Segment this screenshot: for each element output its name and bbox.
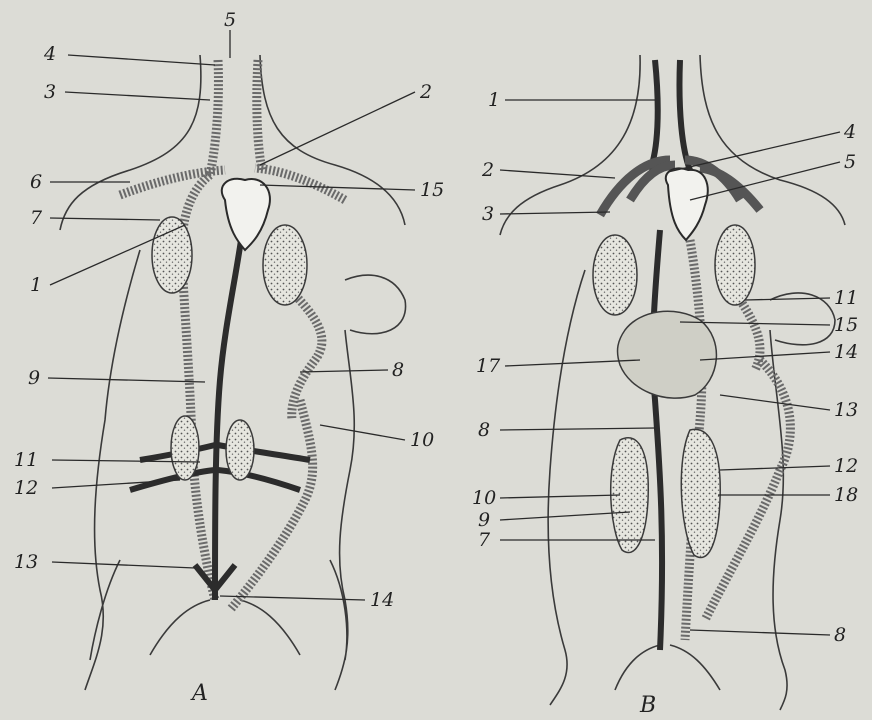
panel-a-label-2: 2	[419, 81, 432, 103]
panel-a-label-4: 4	[43, 43, 56, 65]
panel-a-kidney-right	[226, 420, 254, 480]
panel-a-label-8: 8	[392, 359, 404, 381]
panel-b-lung-right	[715, 225, 755, 305]
panel-b-label-9: 9	[478, 509, 490, 531]
panel-a-lung-left	[152, 217, 192, 293]
panel-a-vein-subclavian-left	[120, 170, 225, 195]
panel-a-label-13: 13	[14, 551, 38, 573]
panel-a-label-9: 9	[28, 367, 40, 389]
panel-a-vein-left-jugular	[210, 60, 218, 175]
panel-b-label-5: 5	[844, 151, 856, 173]
panel-b-label-15: 15	[834, 314, 858, 336]
panel-a-label-3: 3	[44, 81, 56, 103]
panel-a-label-6: 6	[30, 171, 42, 193]
panel-b-label-14: 14	[834, 341, 858, 363]
panel-b-dorsal-aorta	[653, 230, 662, 650]
panel-b-label-10: 10	[472, 487, 496, 509]
panel-a-heart	[222, 179, 270, 250]
panel-b-label-18: 18	[834, 484, 858, 506]
panel-b-label-11: 11	[834, 287, 858, 309]
panel-b-label-13: 13	[834, 399, 858, 421]
panel-b-carotid-left	[650, 60, 658, 170]
panel-a-lung-right	[263, 225, 307, 305]
panel-b-label-3: 3	[482, 203, 494, 225]
panel-a-label-14: 14	[370, 589, 394, 611]
panel-a-label-11: 11	[14, 449, 38, 471]
panel-b-label-7: 7	[478, 529, 491, 551]
panel-b-label-12: 12	[834, 455, 858, 477]
panel-a-label-7: 7	[30, 207, 43, 229]
panel-a-diagram: 4 3 5 2 6 7 15 1 9 8 10 11 12 13 14 A	[14, 9, 444, 706]
panel-a-hepatic-portal	[290, 290, 322, 420]
panel-b-label-1: 1	[488, 89, 500, 111]
panel-a-label-10: 10	[410, 429, 434, 451]
panel-b-heart	[666, 168, 708, 240]
panel-b-diagram: 1 4 2 5 3 11 15 14 17 13 8 12 18 10 9 7 …	[472, 55, 858, 718]
panel-a-label-5: 5	[224, 9, 236, 31]
panel-b-label-17: 17	[476, 355, 501, 377]
panel-a-kidney-left	[171, 416, 199, 480]
panel-b-label-8-upper: 8	[478, 419, 490, 441]
panel-a-label-12: 12	[14, 477, 38, 499]
panel-b-carotid-right	[679, 60, 690, 170]
panel-b-kidney-right	[681, 429, 720, 557]
panel-a-label-1: 1	[30, 274, 42, 296]
panel-b-hepatic-vein	[740, 300, 760, 370]
panel-b-lung-left	[593, 235, 637, 315]
panel-b-label-4: 4	[843, 121, 856, 143]
panel-a-label-15: 15	[420, 179, 444, 201]
panel-b-label-2: 2	[481, 159, 494, 181]
panel-a-dorsal-aorta	[215, 210, 245, 600]
panel-a-body-outline	[60, 55, 406, 690]
panel-b-label-8-lower: 8	[834, 624, 846, 646]
panel-a-caption: A	[190, 681, 208, 706]
panel-b-caption: B	[639, 693, 656, 718]
panel-a-vein-right-jugular	[257, 60, 262, 170]
panel-b-liver	[618, 311, 717, 398]
